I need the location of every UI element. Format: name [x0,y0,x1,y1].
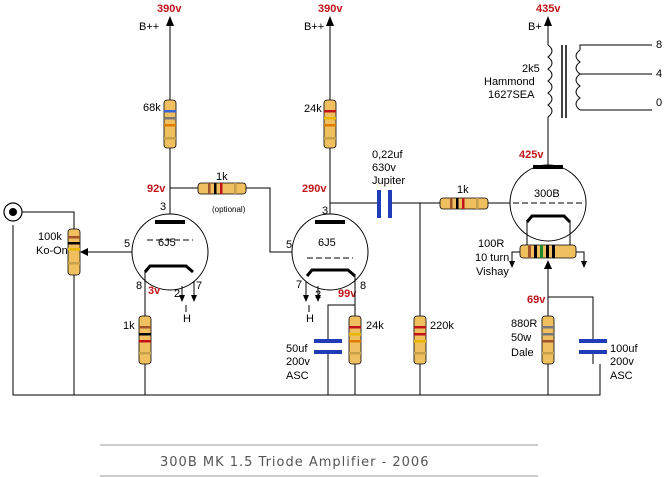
wiper-arrow-icon [80,248,88,256]
b1-arrow-icon [166,16,174,26]
tap-4: 4 [656,68,662,80]
b2-arrow-icon [326,16,334,26]
r68k-label: 68k [143,102,161,114]
v2-pin8: 8 [360,280,366,292]
input-jack[interactable] [3,202,23,222]
cc-value: 0,22uf [372,149,404,161]
c100uf-cap [579,339,607,354]
ot-brand: Hammond [484,76,535,88]
v1-heater: H [183,313,191,325]
tube-v2-6j5 [291,213,369,291]
b1-voltage: 390v [157,3,182,15]
coupling-cap [377,190,392,218]
c100-value: 100uf [610,343,638,355]
v2-pin5: 5 [286,239,292,251]
tap-8: 8 [656,39,662,51]
v1-pin8: 8 [136,280,142,292]
r880-brand: Dale [511,347,534,359]
r1k-opt-label: 1k [216,171,228,183]
v3-label: 3v [148,285,161,297]
v2-heater: H [306,313,314,325]
r100r-brand: Vishay [476,266,509,278]
r24k-cath-label: 24k [366,320,384,332]
cc-voltage: 630v [372,162,396,174]
r220k-label: 220k [430,320,454,332]
c100-voltage: 200v [610,356,634,368]
c50uf-cap [314,339,342,354]
tap-0: 0 [656,97,662,109]
pot-value: 100k [38,231,62,243]
r880-power: 50w [511,332,531,344]
r880-cathode-resistor [541,315,555,365]
v2-type: 6J5 [318,237,336,249]
c50-brand: ASC [286,370,309,382]
v99-label: 99v [338,288,357,300]
diagram-title: 300B MK 1.5 Triode Amplifier - 2006 [160,455,429,470]
r1k-optional-resistor [197,182,247,195]
r24k-cathode-resistor [348,315,362,365]
v69-label: 69v [527,294,546,306]
v1-pin7: 7 [196,280,202,292]
v290-label: 290v [302,183,327,195]
optional-note: (optional) [212,205,246,214]
b3-rail: B+ [528,21,542,33]
ot-impedance: 2k5 [522,63,540,75]
c50-voltage: 200v [286,356,310,368]
v2-pin7: 7 [296,279,302,291]
tube-v1-6j5 [131,213,209,291]
r1k-cath-label: 1k [123,320,135,332]
r68k-resistor [163,99,177,149]
v1-pin5: 5 [124,238,130,250]
v425-label: 425v [519,149,544,161]
c100-brand: ASC [610,370,633,382]
b2-voltage: 390v [318,3,343,15]
v2-pin3: 3 [322,205,328,217]
pot-brand: Ko-On [36,245,68,257]
r24k-label: 24k [304,103,322,115]
r100r-value: 100R [478,238,504,250]
r880-value: 880R [511,318,537,330]
c50-value: 50uf [286,343,308,355]
b3-voltage: 435v [536,3,561,15]
v1-pin2: 2 [174,288,180,300]
r100r-type: 10 turn [475,252,509,264]
b1-rail: B++ [139,21,159,33]
r1k-grid-label: 1k [457,184,469,196]
cc-brand: Jupiter [372,175,405,187]
v3-type: 300B [534,188,560,200]
v92-label: 92v [147,183,166,195]
ground-bus [12,225,601,396]
b3-arrow-icon [544,16,552,26]
b2-rail: B++ [304,21,324,33]
ot-model: 1627SEA [488,89,535,101]
v1-pin3: 3 [160,201,166,213]
trim-wiper-icon [544,260,552,269]
r220k-resistor [413,315,427,365]
output-transformer [547,44,581,118]
r100r-hum-balance[interactable] [519,244,577,259]
tube-v3-300b [509,164,587,242]
volume-pot[interactable] [67,228,81,276]
r1k-cathode-resistor [138,315,152,365]
r1k-grid-resistor [439,197,489,210]
r24k-plate-resistor [323,99,337,149]
v1-type: 6J5 [158,237,176,249]
